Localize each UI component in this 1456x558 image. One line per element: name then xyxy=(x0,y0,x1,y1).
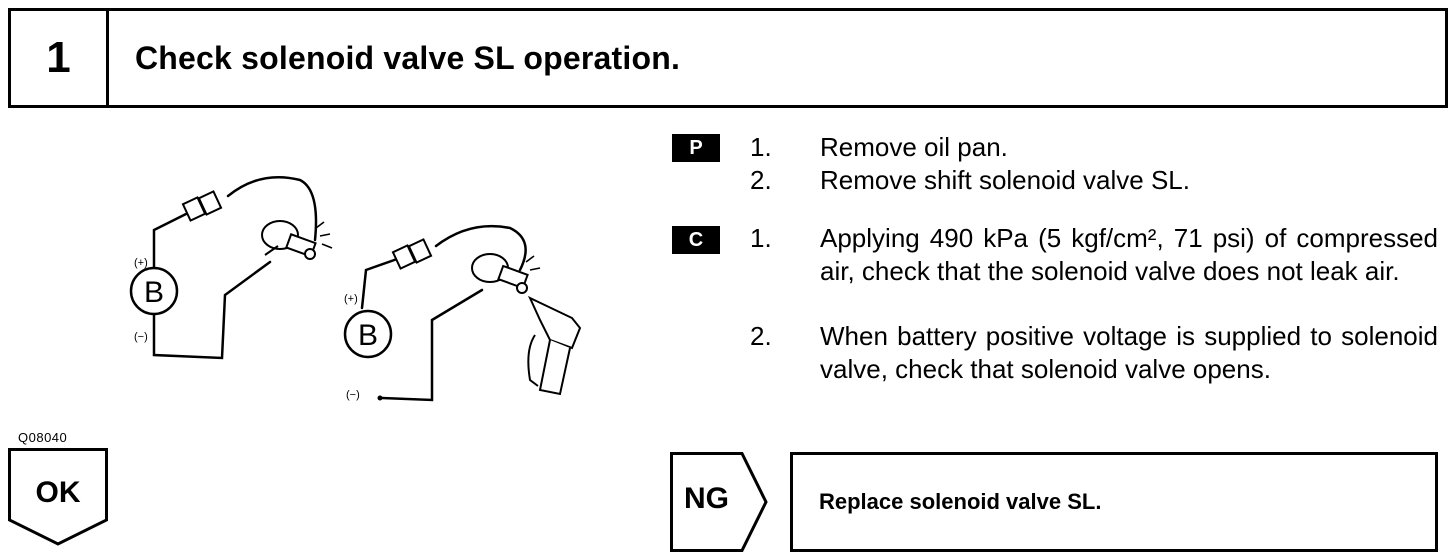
left-hose xyxy=(226,176,318,242)
negative-terminal-dot xyxy=(377,395,383,401)
step-num: 1. xyxy=(750,132,772,162)
procedure-c-badge: C xyxy=(672,226,720,254)
right-minus-label: (−) xyxy=(346,389,360,401)
left-solenoid-valve-icon xyxy=(261,220,317,260)
step-text: Remove oil pan. xyxy=(820,132,1008,162)
right-battery-label: B xyxy=(358,319,378,352)
step-text: Applying 490 kPa (5 kgf/cm², 71 psi) of … xyxy=(820,223,1438,286)
test-diagram: B (+) (−) B (+) (−) xyxy=(129,176,582,402)
step-number: 1 xyxy=(11,11,109,105)
right-negative-wire xyxy=(380,288,484,402)
figure-code: Q08040 xyxy=(18,430,68,445)
step-header: 1 Check solenoid valve SL operation. xyxy=(8,8,1448,108)
ok-arrow-shape xyxy=(8,448,108,546)
ok-label: OK xyxy=(35,476,81,509)
left-battery-icon xyxy=(129,266,179,316)
ng-action-box: Replace solenoid valve SL. xyxy=(790,452,1438,552)
right-solenoid-valve-icon xyxy=(471,253,529,294)
step-num: 2. xyxy=(750,165,772,195)
ok-box: OK xyxy=(8,448,108,548)
left-battery-label: B xyxy=(144,276,164,309)
left-positive-wire xyxy=(152,210,192,270)
left-connector-icon xyxy=(181,190,223,222)
step-text: Remove shift solenoid valve SL. xyxy=(820,165,1190,195)
procedure-p-badge: P xyxy=(672,134,720,162)
right-positive-wire xyxy=(360,256,402,310)
step-title: Check solenoid valve SL operation. xyxy=(135,39,681,76)
right-hose xyxy=(434,224,527,272)
ng-arrow-shape xyxy=(670,452,768,552)
left-negative-wire xyxy=(152,260,272,360)
left-minus-label: (−) xyxy=(134,331,148,343)
ng-box: NG xyxy=(670,452,770,552)
left-plus-label: (+) xyxy=(134,257,148,269)
right-air-burst-icon xyxy=(525,255,541,271)
ng-label: NG xyxy=(684,482,729,515)
step-num: 1. xyxy=(750,223,772,253)
air-gun-icon xyxy=(527,295,582,396)
right-plus-label: (+) xyxy=(344,293,358,305)
right-battery-icon xyxy=(343,309,393,359)
step-num: 2. xyxy=(750,321,772,351)
step-text: When battery positive voltage is supplie… xyxy=(820,321,1438,384)
right-connector-icon xyxy=(391,238,433,270)
left-air-burst-icon xyxy=(315,221,333,249)
